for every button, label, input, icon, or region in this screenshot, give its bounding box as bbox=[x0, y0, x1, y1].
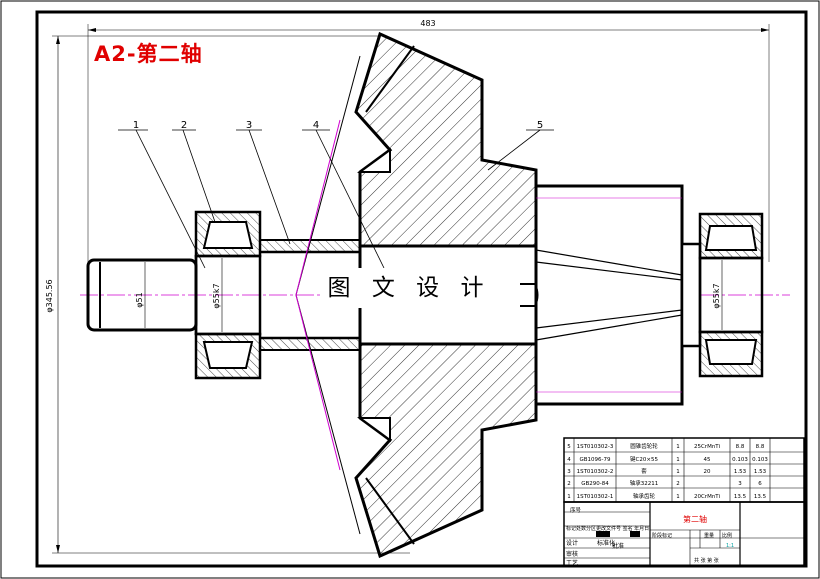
svg-text:键C20×55: 键C20×55 bbox=[630, 455, 658, 463]
svg-text:1: 1 bbox=[676, 469, 680, 475]
bearing-left: φ55k7 bbox=[194, 210, 262, 380]
svg-text:GB1096-79: GB1096-79 bbox=[579, 457, 611, 463]
bore-taper bbox=[295, 55, 361, 535]
bom-row: 2 GB290-84 轴承32211 2 3 6 bbox=[567, 479, 762, 487]
drawing-title-label: A2-第二轴 bbox=[94, 42, 203, 66]
svg-text:3: 3 bbox=[567, 469, 571, 475]
bevel-gear-upper bbox=[354, 31, 538, 248]
title-block-stage: 阶段标记 bbox=[652, 532, 672, 539]
svg-text:1.53: 1.53 bbox=[734, 469, 747, 475]
svg-text:3: 3 bbox=[738, 481, 742, 487]
title-block-part-name: 第二轴 bbox=[683, 514, 707, 524]
drawing-frame bbox=[35, 10, 808, 568]
title-block-change-row: 标记处数分区更改文件号 签名 年月日 bbox=[566, 525, 649, 532]
bom-row: 4 GB1096-79 键C20×55 1 45 0.103 0.103 bbox=[567, 455, 768, 463]
svg-text:1: 1 bbox=[676, 494, 680, 500]
svg-text:2: 2 bbox=[676, 481, 680, 487]
svg-text:1ST010302-1: 1ST010302-1 bbox=[577, 494, 614, 500]
balloon-4: 4 bbox=[313, 120, 319, 131]
bom-rows: 5 1ST010302-3 圆锥齿轮轮 1 25CrMnTi 8.8 8.8 4… bbox=[567, 442, 768, 514]
dimension-bearing-left-text: φ55k7 bbox=[212, 283, 221, 308]
dimension-overall-length: 483 bbox=[87, 19, 770, 262]
svg-text:轴承32211: 轴承32211 bbox=[630, 479, 659, 487]
title-block-standard: 标准化 bbox=[597, 539, 615, 547]
svg-text:圆锥齿轮轮: 圆锥齿轮轮 bbox=[630, 442, 658, 450]
svg-text:0.103: 0.103 bbox=[752, 457, 768, 463]
title-block-process: 工艺 bbox=[566, 559, 578, 567]
title-block-text: 第二轴 标记处数分区更改文件号 签名 年月日 设计 标准化 审核 工艺 批准 阶… bbox=[566, 514, 734, 567]
shaft-end-left: φ51 bbox=[86, 255, 198, 335]
title-block-design: 设计 bbox=[566, 539, 578, 547]
svg-text:45: 45 bbox=[704, 457, 711, 463]
dimension-overall-diameter-text: φ345.56 bbox=[45, 279, 54, 312]
balloon-2: 2 bbox=[181, 120, 187, 131]
svg-text:1.53: 1.53 bbox=[754, 469, 767, 475]
balloon-5: 5 bbox=[537, 120, 543, 131]
svg-text:5: 5 bbox=[567, 444, 571, 450]
bom-header-label: 序号 bbox=[570, 506, 582, 514]
bom-row: 5 1ST010302-3 圆锥齿轮轮 1 25CrMnTi 8.8 8.8 bbox=[567, 442, 765, 450]
svg-text:2: 2 bbox=[567, 481, 571, 487]
dimension-overall-diameter: φ345.56 bbox=[45, 35, 410, 554]
svg-text:GB290-84: GB290-84 bbox=[581, 481, 609, 487]
balloon-labels: 1 2 3 4 5 bbox=[133, 120, 543, 131]
dimension-overall-length-text: 483 bbox=[420, 19, 435, 28]
balloon-3: 3 bbox=[246, 120, 252, 131]
dimension-bearing-right-text: φ55k7 bbox=[712, 283, 721, 308]
svg-text:20: 20 bbox=[704, 469, 711, 475]
title-block-scale: 比例 bbox=[722, 532, 732, 539]
title-block-review: 审核 bbox=[566, 550, 578, 558]
svg-text:13.5: 13.5 bbox=[754, 494, 767, 500]
bearing-right: φ55k7 bbox=[698, 212, 764, 378]
dimension-shaft-end-text: φ51 bbox=[135, 292, 144, 307]
title-block-sheet: 共 张 第 张 bbox=[694, 557, 719, 564]
svg-text:8.8: 8.8 bbox=[756, 444, 765, 450]
svg-text:套: 套 bbox=[641, 467, 647, 475]
svg-text:轴承齿轮: 轴承齿轮 bbox=[633, 492, 656, 500]
bom-row: 3 1ST010302-2 套 1 20 1.53 1.53 bbox=[567, 467, 766, 475]
svg-text:1: 1 bbox=[676, 444, 680, 450]
svg-text:1: 1 bbox=[567, 494, 571, 500]
svg-text:4: 4 bbox=[567, 457, 571, 463]
bom-row: 1 1ST010302-1 轴承齿轮 1 20CrMnTi 13.5 13.5 bbox=[567, 492, 766, 500]
svg-text:20CrMnTi: 20CrMnTi bbox=[694, 494, 721, 500]
svg-text:0.103: 0.103 bbox=[732, 457, 748, 463]
svg-text:6: 6 bbox=[758, 481, 762, 487]
leader-lines bbox=[118, 129, 554, 269]
title-block-weight: 重量 bbox=[704, 532, 714, 539]
svg-text:1ST010302-2: 1ST010302-2 bbox=[577, 469, 614, 475]
svg-text:1ST010302-3: 1ST010302-3 bbox=[577, 444, 614, 450]
title-block-approve: 批准 bbox=[612, 542, 624, 550]
title-block bbox=[563, 501, 805, 567]
svg-text:8.8: 8.8 bbox=[736, 444, 745, 450]
svg-text:25CrMnTi: 25CrMnTi bbox=[694, 444, 721, 450]
title-block-scale-value: 1:1 bbox=[726, 543, 734, 549]
svg-text:1: 1 bbox=[676, 457, 680, 463]
balloon-1: 1 bbox=[133, 120, 139, 131]
bevel-gear-lower bbox=[354, 342, 538, 559]
svg-text:13.5: 13.5 bbox=[734, 494, 747, 500]
watermark-text: 图 文 设 计 bbox=[320, 268, 498, 308]
